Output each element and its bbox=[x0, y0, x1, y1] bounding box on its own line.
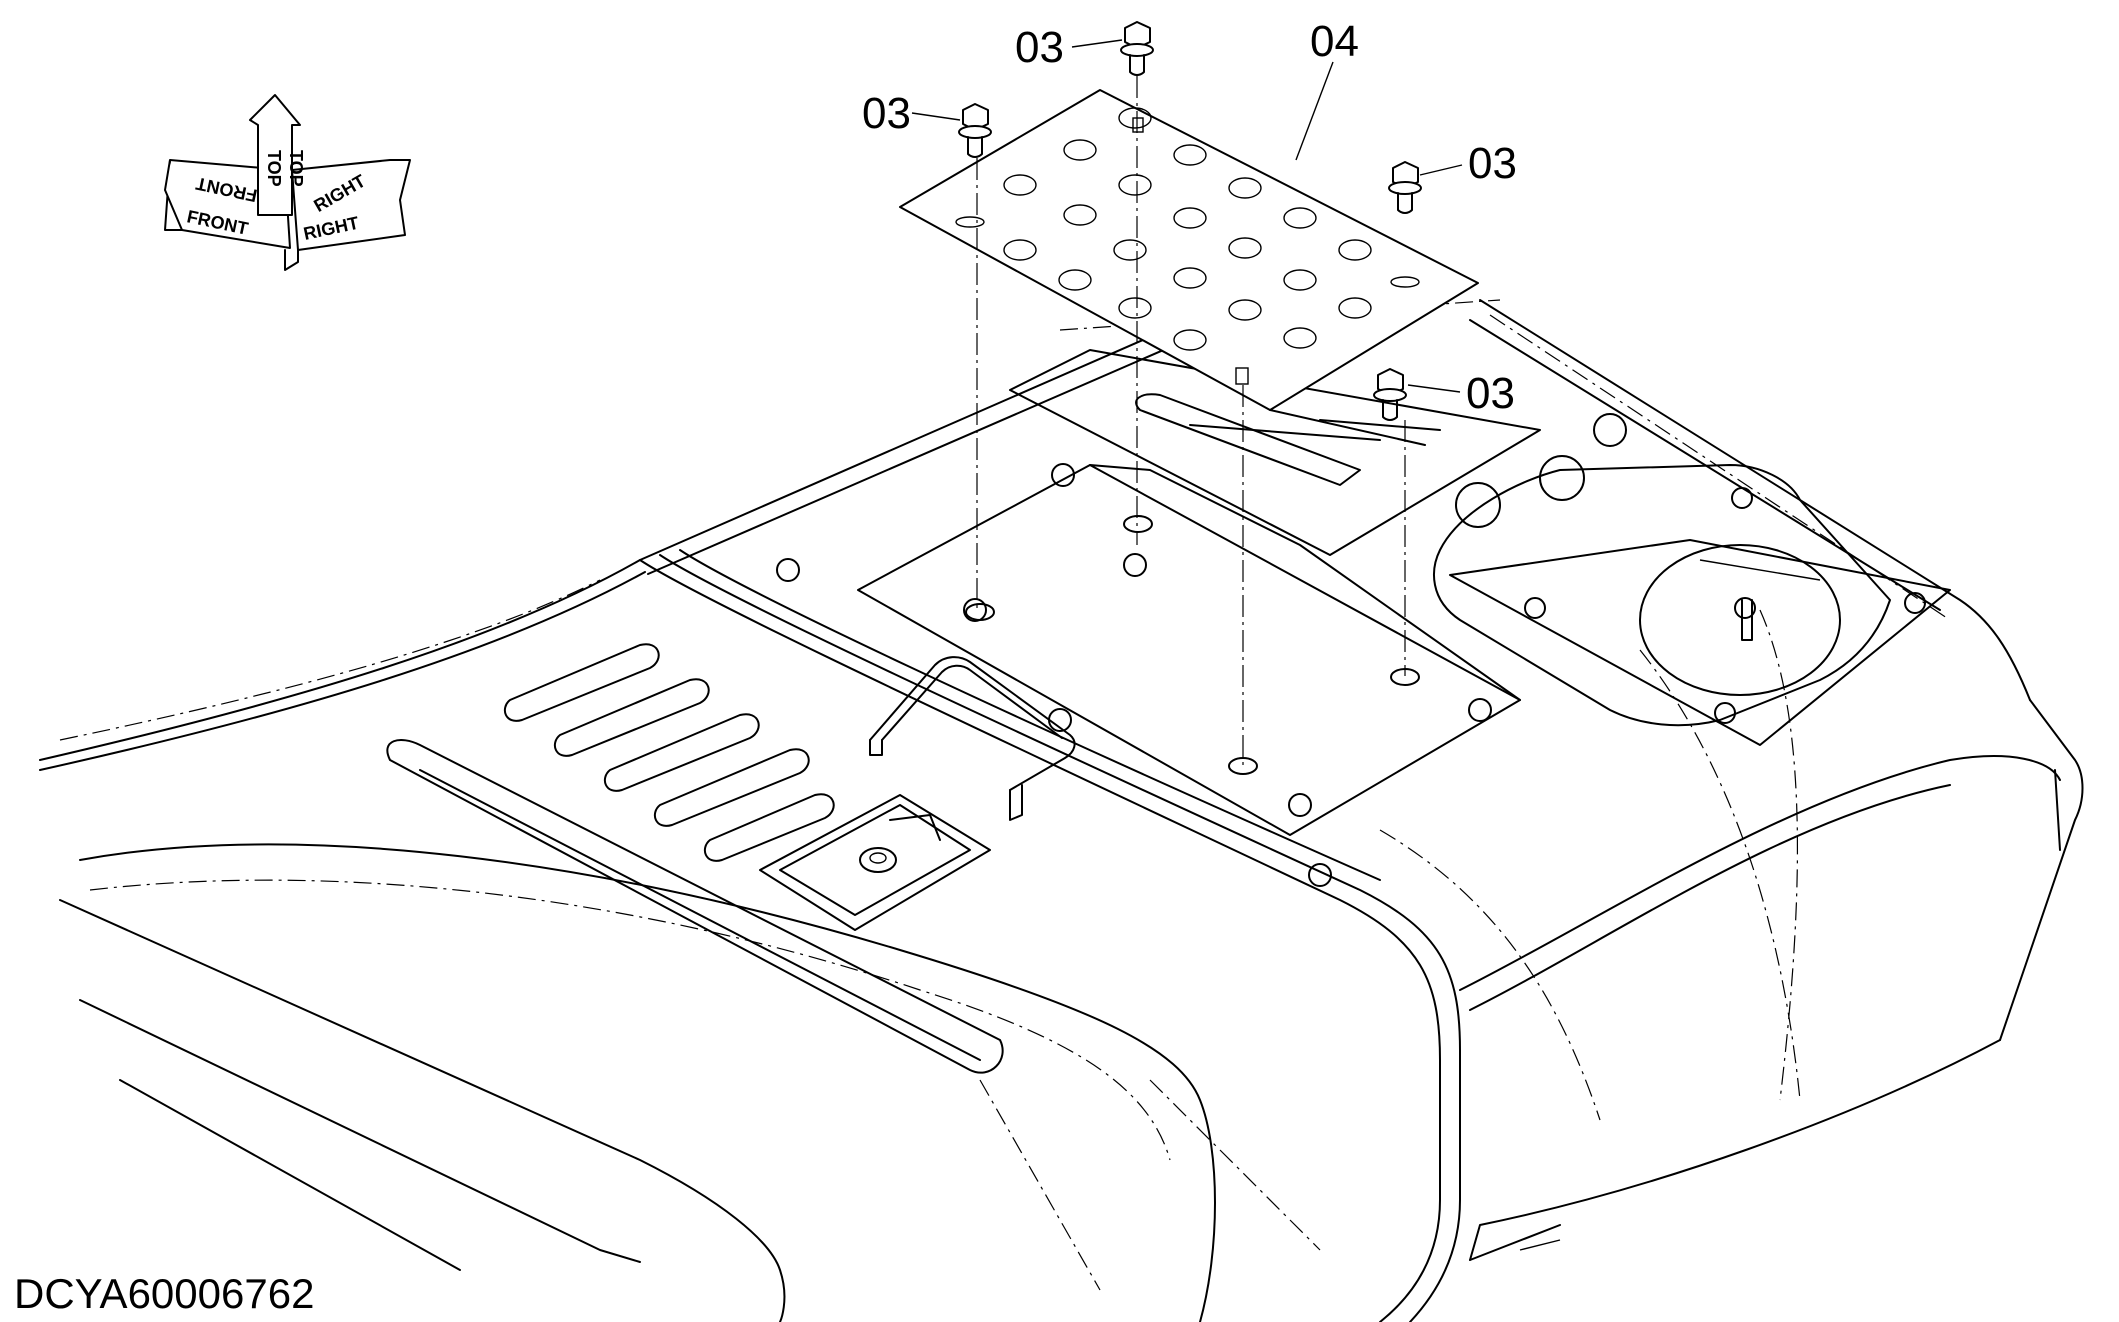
callout-bolt-left: 03 bbox=[862, 89, 911, 138]
roof-hatch bbox=[1433, 464, 1951, 746]
orientation-top-label-2: TOP bbox=[286, 150, 306, 187]
floor-plate-04 bbox=[899, 89, 1479, 411]
roof-access-cover bbox=[776, 463, 1521, 887]
bolt-03-left bbox=[958, 103, 992, 612]
callout-bolt-top: 03 bbox=[1015, 23, 1064, 72]
latch bbox=[759, 794, 991, 931]
orientation-indicator: FRONT FRONT TOP TOP RIGHT RIGHT bbox=[164, 94, 411, 271]
callout-plate: 04 bbox=[1310, 17, 1359, 66]
callout-bolt-right-upper: 03 bbox=[1468, 139, 1517, 188]
cab-roof bbox=[39, 279, 2084, 1322]
bolt-03-right-lower bbox=[1373, 368, 1407, 676]
bolt-03-top bbox=[1120, 21, 1154, 545]
bolt-03-right-upper bbox=[1388, 161, 1422, 214]
louvre-slots bbox=[386, 643, 1004, 1074]
callout-bolt-right-lower: 03 bbox=[1466, 369, 1515, 418]
orientation-top-label: TOP bbox=[264, 150, 284, 187]
hand-rail bbox=[869, 656, 1076, 821]
callout-leaders bbox=[911, 39, 1463, 393]
plate-holes bbox=[1003, 107, 1372, 351]
drawing-code: DCYA60006762 bbox=[14, 1270, 314, 1317]
